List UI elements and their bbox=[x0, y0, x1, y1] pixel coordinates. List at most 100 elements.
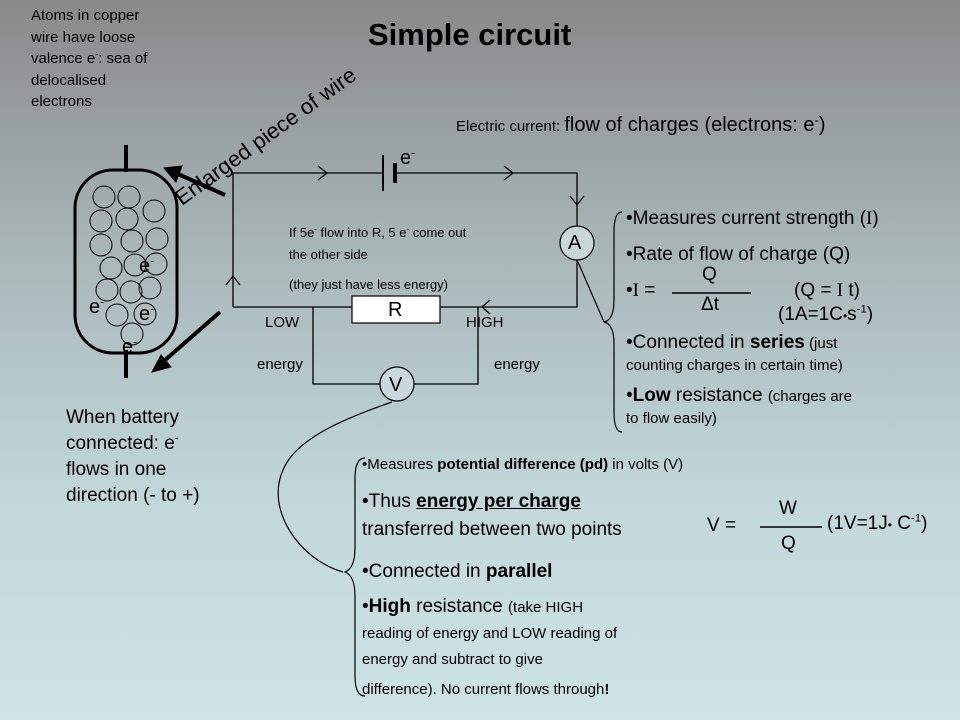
ammeter-bullet-4: •Low resistance (charges are to flow eas… bbox=[626, 385, 852, 430]
ammeter-b3-bold: series bbox=[749, 332, 805, 353]
voltmeter-b2-bold: energy per charge bbox=[416, 491, 581, 512]
charge-relation-a: (Q = bbox=[794, 280, 837, 301]
ammeter-b1-text: •Measures current strength ( bbox=[626, 208, 867, 229]
voltmeter-b4-line-2: reading of energy and LOW reading of bbox=[362, 625, 618, 642]
ammeter-b3-line-2: counting charges in certain time) bbox=[626, 357, 843, 374]
voltmeter-b4-h: ! bbox=[604, 681, 610, 698]
charge-relation: (Q = I t) bbox=[794, 280, 860, 303]
ammeter-circle bbox=[559, 225, 595, 261]
ammeter-b1-symbol: I bbox=[866, 208, 873, 229]
circuit-wires bbox=[232, 172, 578, 385]
resistor-note-a: If 5e bbox=[289, 225, 315, 240]
low-label: LOW bbox=[265, 314, 300, 331]
atoms-note-line-4: delocalised bbox=[31, 71, 107, 89]
ammeter-b3-c: (just bbox=[804, 335, 838, 352]
ammeter-b4-c: resistance bbox=[670, 385, 768, 406]
volt-unit-a: (1V=1J bbox=[827, 513, 888, 534]
voltmeter-b1-a: •Measures bbox=[362, 456, 438, 473]
ampere-unit: (1A=1C•s-1) bbox=[778, 304, 873, 327]
ammeter-eq-symbol: I bbox=[632, 280, 639, 301]
voltmeter-bullet-1: •Measures potential difference (pd) in v… bbox=[362, 456, 683, 474]
voltmeter-bullet-2: •Thus energy per charge transferred betw… bbox=[362, 488, 622, 544]
ammeter-b4-bold: Low bbox=[632, 385, 671, 406]
volt-unit-c: ) bbox=[921, 513, 928, 534]
current-definition: Electric current: flow of charges (elect… bbox=[456, 113, 826, 137]
ampere-unit-a: (1A=1C bbox=[778, 304, 843, 325]
resistor-note-line-3: (they just have less energy) bbox=[289, 277, 448, 292]
volt-unit-dot: • bbox=[887, 518, 892, 532]
resistor-note-sup-1: - bbox=[314, 224, 317, 234]
resistor-note: If 5e- flow into R, 5 e- come out the ot… bbox=[289, 222, 466, 296]
ammeter-bullet-3: •Connected in series (just counting char… bbox=[626, 332, 843, 377]
electron-sup: - bbox=[133, 334, 138, 349]
atoms-note-sup: - bbox=[95, 49, 99, 59]
battery-note-sup: - bbox=[174, 432, 179, 445]
high-label: HIGH bbox=[466, 314, 504, 331]
voltmeter-label: V bbox=[389, 374, 403, 396]
battery-note: When battery connected: e- flows in one … bbox=[66, 405, 200, 509]
voltmeter-b2-a: •Thus bbox=[362, 491, 417, 512]
ampere-unit-sup: -1 bbox=[856, 303, 867, 316]
electron-sup: - bbox=[100, 294, 105, 309]
ammeter-brace bbox=[603, 211, 623, 433]
current-def-end: ) bbox=[818, 114, 826, 136]
voltmeter-b4-d: (take HIGH bbox=[508, 599, 584, 616]
battery-note-line-2: connected: e- bbox=[66, 431, 200, 457]
ampere-unit-dot: • bbox=[842, 309, 848, 323]
electron-sup: - bbox=[150, 253, 155, 268]
electron-label-battery: e- bbox=[400, 146, 415, 170]
volt-unit-b: C bbox=[891, 513, 911, 534]
voltmeter-bullet-4: •High resistance (take HIGH reading of e… bbox=[362, 594, 617, 703]
voltmeter-b4-c: resistance bbox=[410, 596, 509, 617]
resistor-label: R bbox=[388, 299, 403, 321]
voltmeter-b3-bold: parallel bbox=[485, 561, 553, 582]
resistor-note-line-2: the other side bbox=[289, 247, 368, 262]
enlarged-wire bbox=[73, 145, 179, 378]
electron-sup: - bbox=[411, 145, 416, 160]
voltage-fraction-den: Q bbox=[781, 533, 796, 554]
ammeter-b4-a: • bbox=[626, 385, 633, 406]
voltmeter-circle bbox=[379, 366, 415, 402]
resistor-note-line-1: If 5e- flow into R, 5 e- come out bbox=[289, 222, 466, 244]
battery-note-line-1: When battery bbox=[66, 407, 179, 428]
low-energy-label: energy bbox=[257, 356, 303, 373]
voltmeter-link bbox=[277, 401, 393, 573]
ammeter-b1-end: ) bbox=[872, 208, 879, 229]
current-def-main: flow of charges (electrons: e bbox=[564, 114, 815, 136]
current-fraction-num: Q bbox=[702, 264, 717, 285]
ammeter-label: A bbox=[568, 232, 582, 254]
ampere-unit-c: ) bbox=[866, 304, 874, 325]
voltmeter-b4-line-4: difference). No current flows through! bbox=[362, 677, 617, 703]
current-fraction-den: Δt bbox=[701, 294, 719, 315]
current-def-sup: - bbox=[814, 112, 819, 128]
electron-label-1: e- bbox=[139, 254, 154, 278]
atoms-note-line-1: Atoms in copper bbox=[31, 7, 140, 24]
battery-symbol bbox=[382, 155, 397, 191]
atoms-note-line-5: electrons bbox=[31, 93, 92, 110]
voltmeter-b2-line-2: transferred between two points bbox=[362, 519, 622, 540]
electron-base: e bbox=[139, 303, 151, 325]
ammeter-b4-line-1: •Low resistance (charges are bbox=[626, 385, 852, 408]
voltmeter-b4-line-3: energy and subtract to give bbox=[362, 651, 543, 668]
voltmeter-b1-bold: potential difference (pd) bbox=[437, 456, 609, 473]
atoms-note: Atoms in copper wire have loose valence … bbox=[31, 5, 147, 113]
current-def-prefix: Electric current: bbox=[456, 118, 565, 135]
ampere-unit-b: s bbox=[847, 304, 857, 325]
electron-label-3: e- bbox=[139, 302, 154, 326]
atoms-note-text-a: valence e bbox=[31, 50, 96, 67]
voltmeter-brace bbox=[343, 457, 366, 697]
resistor-note-b: flow into R, 5 e bbox=[316, 225, 407, 240]
voltmeter-b2-line-1: •Thus energy per charge bbox=[362, 488, 622, 516]
voltmeter-bullet-3: •Connected in parallel bbox=[362, 561, 552, 584]
voltmeter-b4-bold: High bbox=[368, 596, 411, 617]
resistor-box bbox=[351, 295, 441, 324]
electron-label-2: e- bbox=[89, 295, 104, 319]
voltmeter-b4-a: • bbox=[362, 596, 369, 617]
charge-relation-symbol: I bbox=[836, 280, 844, 301]
ammeter-b3-line-1: •Connected in series (just bbox=[626, 332, 843, 355]
ammeter-eq-bullet: • bbox=[626, 280, 633, 301]
enlargement-arrows bbox=[151, 165, 226, 373]
electron-label-4: e- bbox=[122, 335, 137, 359]
high-energy-label: energy bbox=[494, 356, 540, 373]
